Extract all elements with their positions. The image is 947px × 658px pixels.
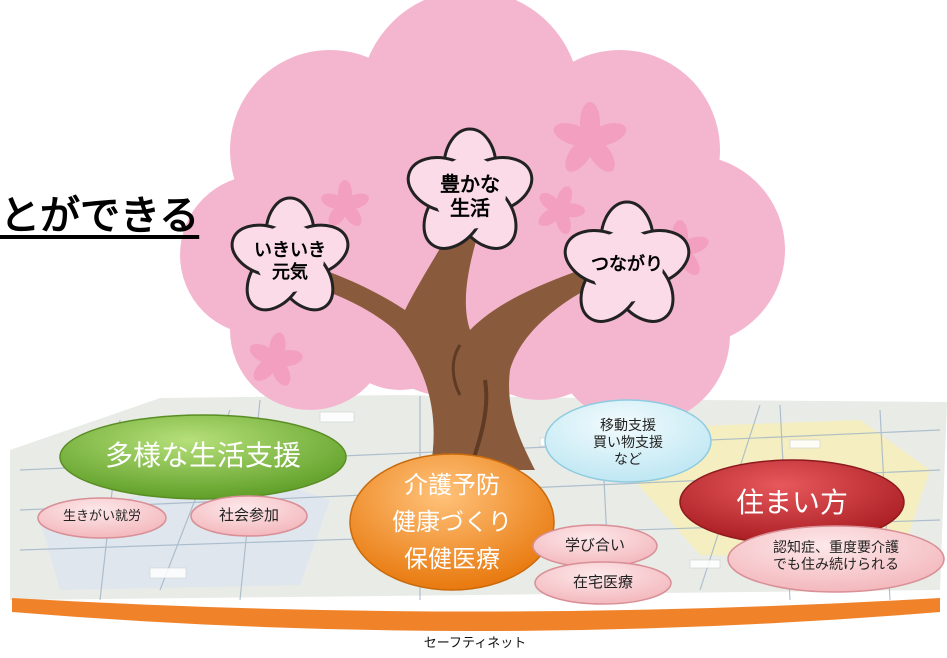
diverse-support-label: 多様な生活支援	[104, 439, 301, 472]
home-care-label: 在宅医療	[572, 573, 633, 591]
mobility-shape	[544, 399, 712, 483]
safety-net-label: セーフティネット	[423, 636, 527, 651]
learn-label: 学び合い	[564, 536, 625, 554]
mobility-label: 移動支援 買い物支援 など	[593, 418, 663, 468]
center-shape	[349, 453, 555, 591]
social-label: 社会参加	[218, 506, 279, 524]
ikigai-shape	[37, 497, 167, 539]
ikigai-label: 生きがい就労	[62, 509, 141, 524]
diverse-support-shape	[59, 414, 347, 500]
blossom-center-label: 豊かな 生活	[440, 172, 500, 220]
blossom-right-shape	[563, 200, 691, 323]
housing-label: 住まい方	[735, 486, 848, 519]
blossom-left-label: いきいき 元気	[254, 240, 326, 283]
heading-text: とができる	[0, 193, 200, 239]
blossom-right-label: つながり	[591, 254, 663, 275]
dementia-shape	[727, 525, 945, 593]
blossom-left-shape	[230, 196, 350, 312]
center-label: 介護予防 健康づくり 保健医療	[392, 471, 512, 574]
dementia-label: 認知症、重度要介護 でも住み続けられる	[773, 540, 899, 573]
social-shape	[190, 495, 308, 537]
blossom-center-shape	[406, 127, 534, 250]
safety-net-band	[12, 598, 940, 631]
home-care-shape	[534, 561, 672, 605]
